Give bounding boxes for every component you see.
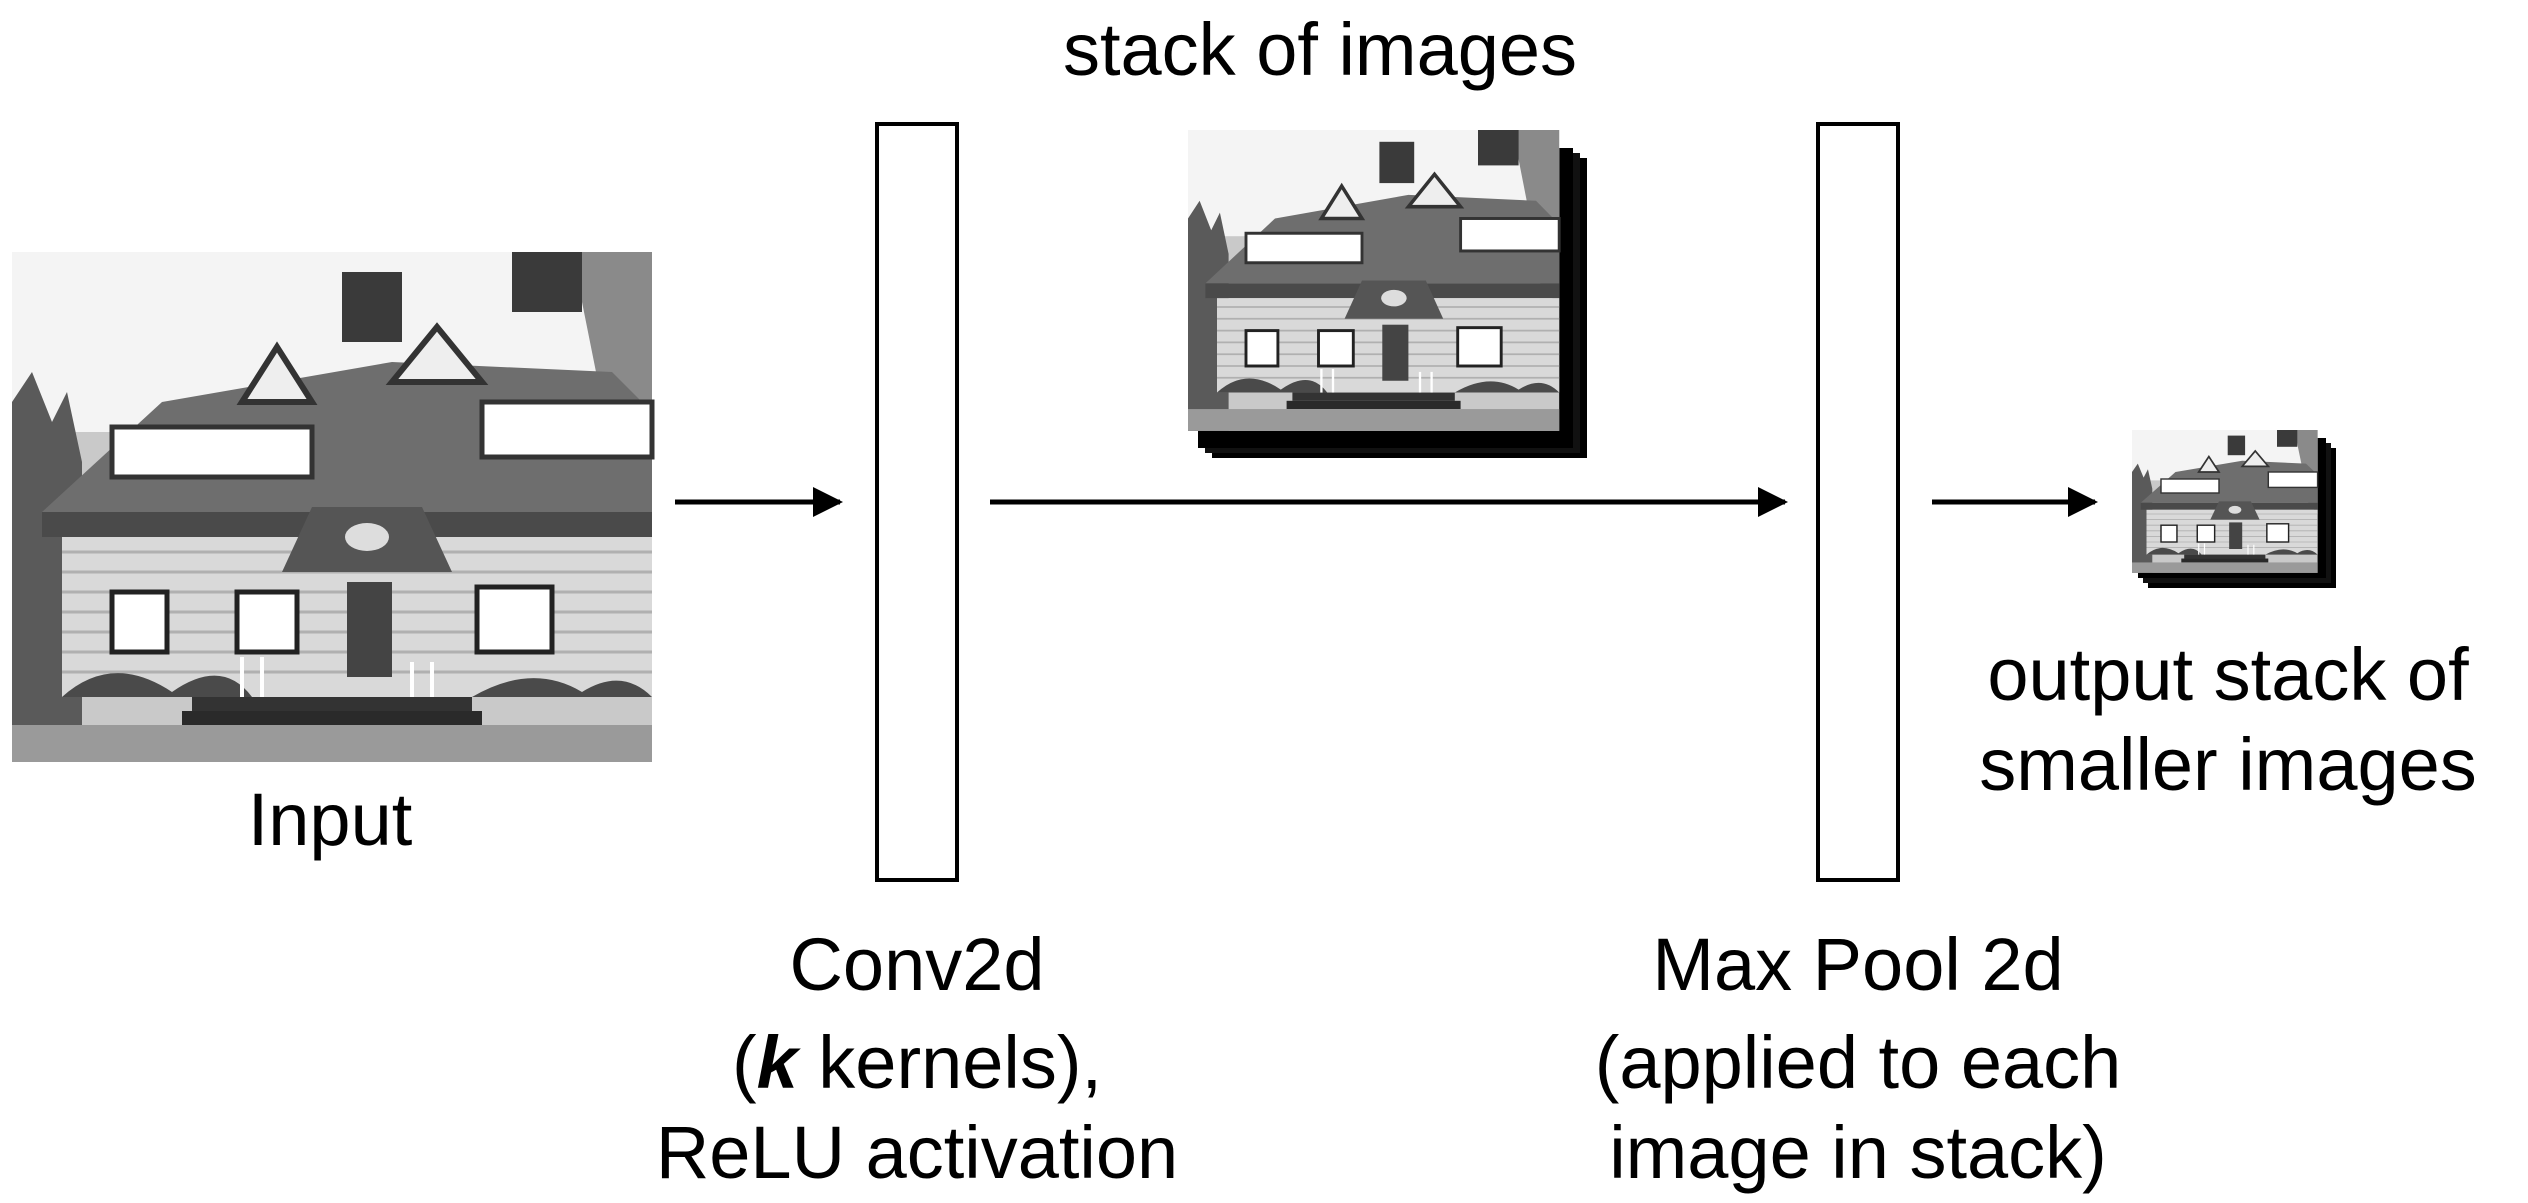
conv2d-label-line3: ReLU activation bbox=[655, 1111, 1179, 1194]
maxpool-label-line1: Max Pool 2d bbox=[1652, 923, 2064, 1006]
kernel-count-symbol: k bbox=[756, 1021, 798, 1104]
conv2d-layer-box bbox=[875, 122, 959, 882]
maxpool-layer-box bbox=[1816, 122, 1900, 882]
stack-of-images-label: stack of images bbox=[1062, 8, 1578, 91]
conv2d-label-line1: Conv2d bbox=[789, 923, 1045, 1006]
maxpool-label-line2: (applied to each bbox=[1594, 1021, 2122, 1104]
output-label-line2: smaller images bbox=[1979, 723, 2477, 806]
output-label-line1: output stack of bbox=[1987, 633, 2469, 716]
input-label: Input bbox=[247, 778, 413, 861]
maxpool-label-line3: image in stack) bbox=[1609, 1111, 2107, 1194]
output-stack bbox=[2131, 429, 2336, 588]
conv2d-label-line2: (k kernels), bbox=[731, 1021, 1103, 1104]
feature-map-stack bbox=[1186, 128, 1587, 458]
input-image bbox=[12, 252, 652, 762]
